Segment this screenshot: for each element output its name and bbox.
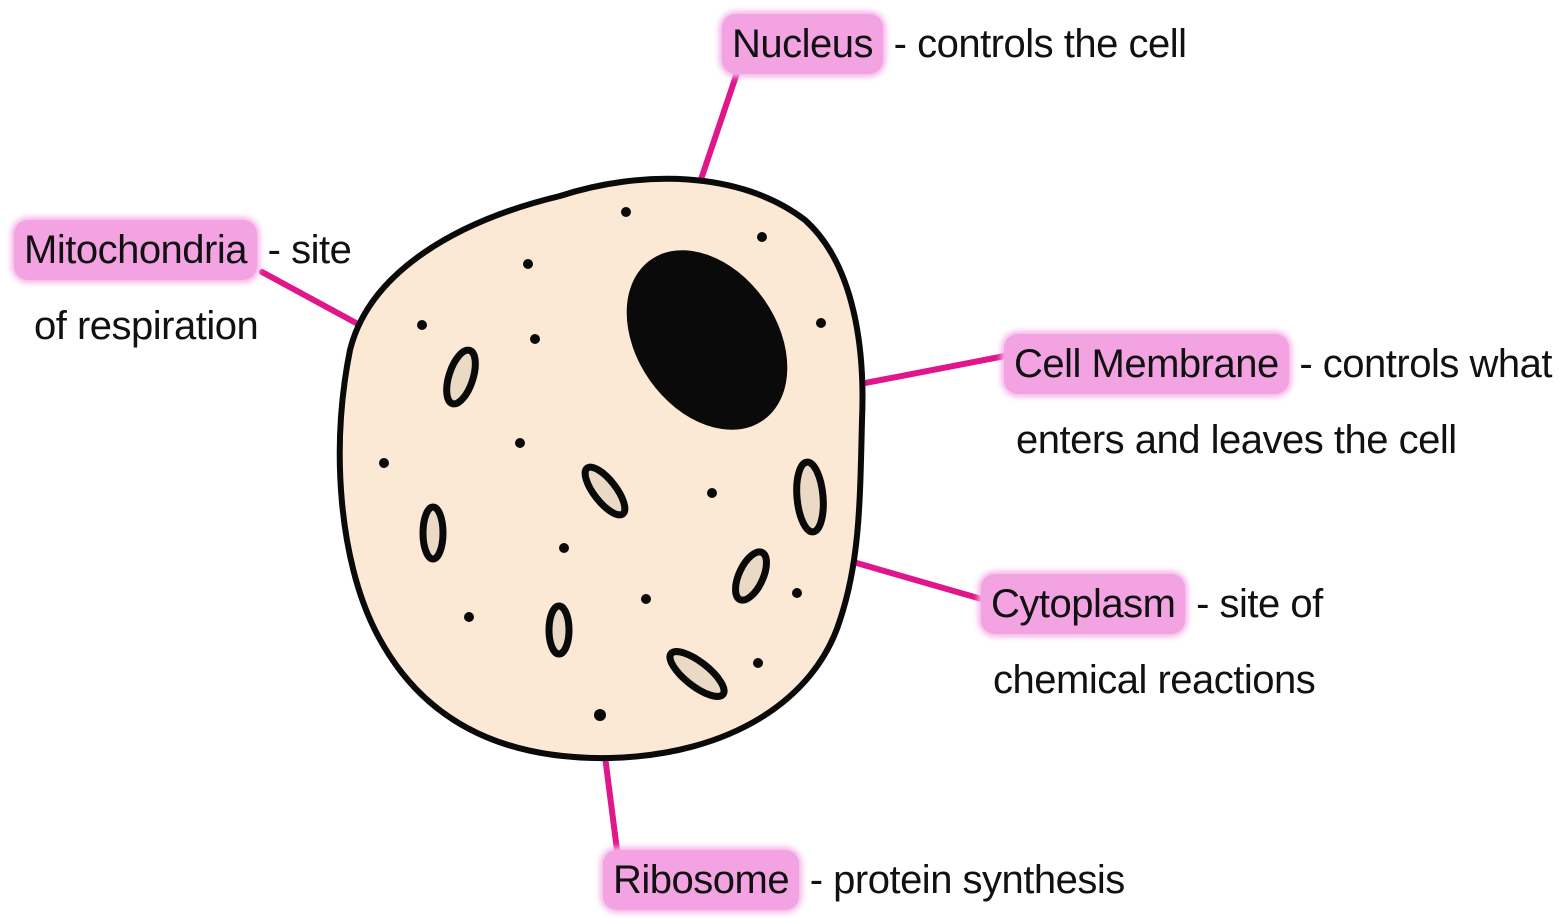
mitochondrion	[423, 507, 443, 559]
ribosome-label: Ribosome - protein synthesis	[603, 842, 1125, 918]
mitochondria-description: - site	[268, 228, 352, 272]
ribosome-dot	[594, 709, 606, 721]
nucleus-term: Nucleus	[722, 14, 883, 74]
cytoplasm-label: Cytoplasm - site of chemical reactions	[981, 566, 1323, 718]
mitochondria-description-line2: of respiration	[14, 288, 351, 364]
nucleus-label: Nucleus - controls the cell	[722, 6, 1186, 82]
ribosome-dot	[559, 543, 569, 553]
ribosome-dot	[417, 320, 427, 330]
ribosome-dot	[757, 232, 767, 242]
ribosome-dot	[530, 334, 540, 344]
ribosome-dot	[621, 207, 631, 217]
ribosome-dot	[816, 318, 826, 328]
ribosome-dot	[707, 488, 717, 498]
cell-membrane-label: Cell Membrane - controls what enters and…	[1004, 326, 1552, 478]
ribosome-dot	[379, 458, 389, 468]
mitochondria-label: Mitochondria - site of respiration	[14, 212, 351, 364]
mitochondria-term: Mitochondria	[14, 220, 257, 280]
ribosome-dot	[515, 438, 525, 448]
cell-membrane-description-line2: enters and leaves the cell	[1004, 402, 1552, 478]
ribosome-description: - protein synthesis	[810, 858, 1125, 902]
ribosome-dot	[464, 612, 474, 622]
cell-membrane-term: Cell Membrane	[1004, 334, 1289, 394]
cytoplasm-description: - site of	[1196, 582, 1323, 626]
ribosome-dot	[792, 588, 802, 598]
cytoplasm-term: Cytoplasm	[981, 574, 1185, 634]
ribosome-term: Ribosome	[603, 850, 799, 910]
ribosome-dot	[523, 259, 533, 269]
nucleus-description: - controls the cell	[894, 22, 1187, 66]
cytoplasm-description-line2: chemical reactions	[981, 642, 1323, 718]
cell-membrane-leader-line	[860, 355, 1010, 384]
ribosome-dot	[641, 594, 651, 604]
ribosome-dot	[753, 658, 763, 668]
cell-membrane-description: - controls what	[1299, 342, 1552, 386]
mitochondrion	[549, 606, 569, 654]
